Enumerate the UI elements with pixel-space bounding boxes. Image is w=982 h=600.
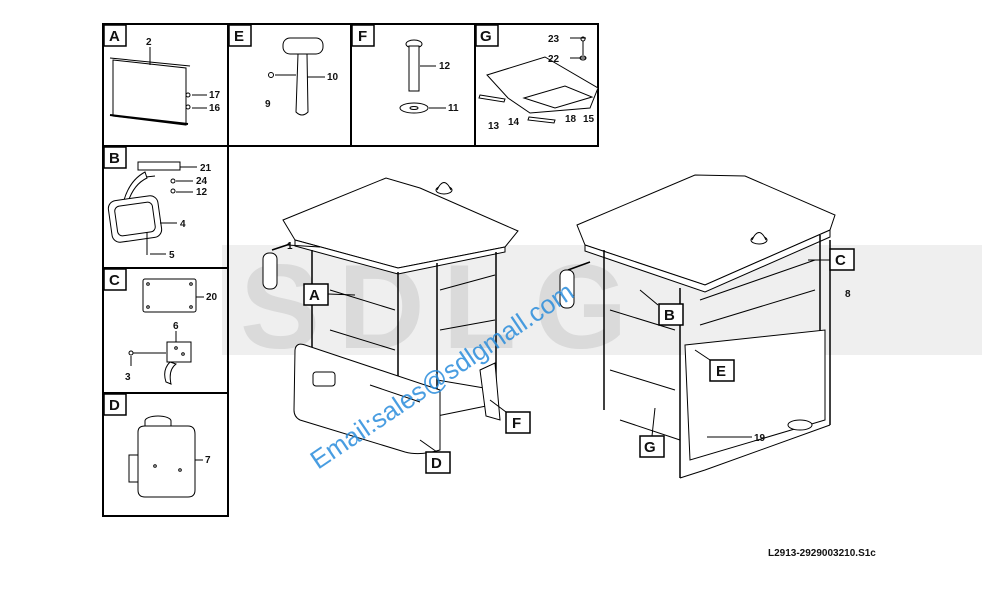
callout-g-14: 14 bbox=[508, 117, 520, 128]
panel-b-mirror bbox=[107, 161, 197, 255]
callout-c-6: 6 bbox=[173, 321, 179, 332]
panel-f-bolt bbox=[399, 39, 446, 114]
callout-e-10: 10 bbox=[327, 72, 339, 83]
callout-c-20: 20 bbox=[206, 292, 218, 303]
callout-g-13: 13 bbox=[488, 121, 500, 132]
callout-c-3: 3 bbox=[125, 372, 131, 383]
panel-letter-a: A bbox=[109, 28, 120, 45]
callout-d-7: 7 bbox=[205, 455, 211, 466]
tag-right-g: G bbox=[644, 439, 656, 456]
callout-b-21: 21 bbox=[200, 163, 212, 174]
right-cab-tags: B C E G bbox=[639, 248, 855, 458]
callout-f-12: 12 bbox=[439, 61, 451, 72]
left-cab-drawing bbox=[262, 177, 519, 455]
callout-g-23: 23 bbox=[548, 34, 560, 45]
tag-right-c: C bbox=[835, 252, 846, 269]
callout-right-19: 19 bbox=[754, 433, 766, 444]
left-cab-tags: A D F bbox=[303, 283, 531, 474]
callout-right-8: 8 bbox=[845, 289, 851, 300]
callout-b-5: 5 bbox=[169, 250, 175, 261]
callout-b-12: 12 bbox=[196, 187, 208, 198]
panel-letter-c: C bbox=[109, 272, 120, 289]
callout-a-17: 17 bbox=[209, 90, 221, 101]
tag-left-a: A bbox=[309, 287, 320, 304]
callout-left-1: 1 bbox=[287, 241, 293, 252]
panel-letter-e: E bbox=[234, 28, 244, 45]
logo-watermark: SDLG bbox=[222, 240, 982, 374]
callout-a-16: 16 bbox=[209, 103, 221, 114]
tag-left-f: F bbox=[512, 415, 521, 432]
panel-d-tank bbox=[128, 415, 203, 498]
panel-e-hammer bbox=[268, 37, 325, 116]
panel-letter-f: F bbox=[358, 28, 367, 45]
drawing-reference: L2913-2929003210.S1c bbox=[768, 548, 876, 559]
panel-letter-g: G bbox=[480, 28, 492, 45]
panel-letter-b: B bbox=[109, 150, 120, 167]
panel-letter-boxes: A E F G B C D bbox=[103, 24, 499, 416]
callout-b-24: 24 bbox=[196, 176, 208, 187]
tag-right-e: E bbox=[716, 363, 726, 380]
callout-g-22: 22 bbox=[548, 54, 560, 65]
callout-e-9: 9 bbox=[265, 99, 271, 110]
tag-left-d: D bbox=[431, 455, 442, 472]
callout-b-4: 4 bbox=[180, 219, 186, 230]
callout-a-2: 2 bbox=[146, 37, 152, 48]
panel-grid bbox=[102, 23, 599, 517]
panel-c-plate-hook bbox=[128, 278, 204, 385]
panel-g-floorplates bbox=[478, 36, 599, 124]
callout-f-11: 11 bbox=[448, 103, 459, 114]
panel-letter-d: D bbox=[109, 397, 120, 414]
callout-g-15: 15 bbox=[583, 114, 595, 125]
tag-right-b: B bbox=[664, 307, 675, 324]
panel-a-sunvisor bbox=[109, 47, 207, 126]
callout-g-18: 18 bbox=[565, 114, 577, 125]
